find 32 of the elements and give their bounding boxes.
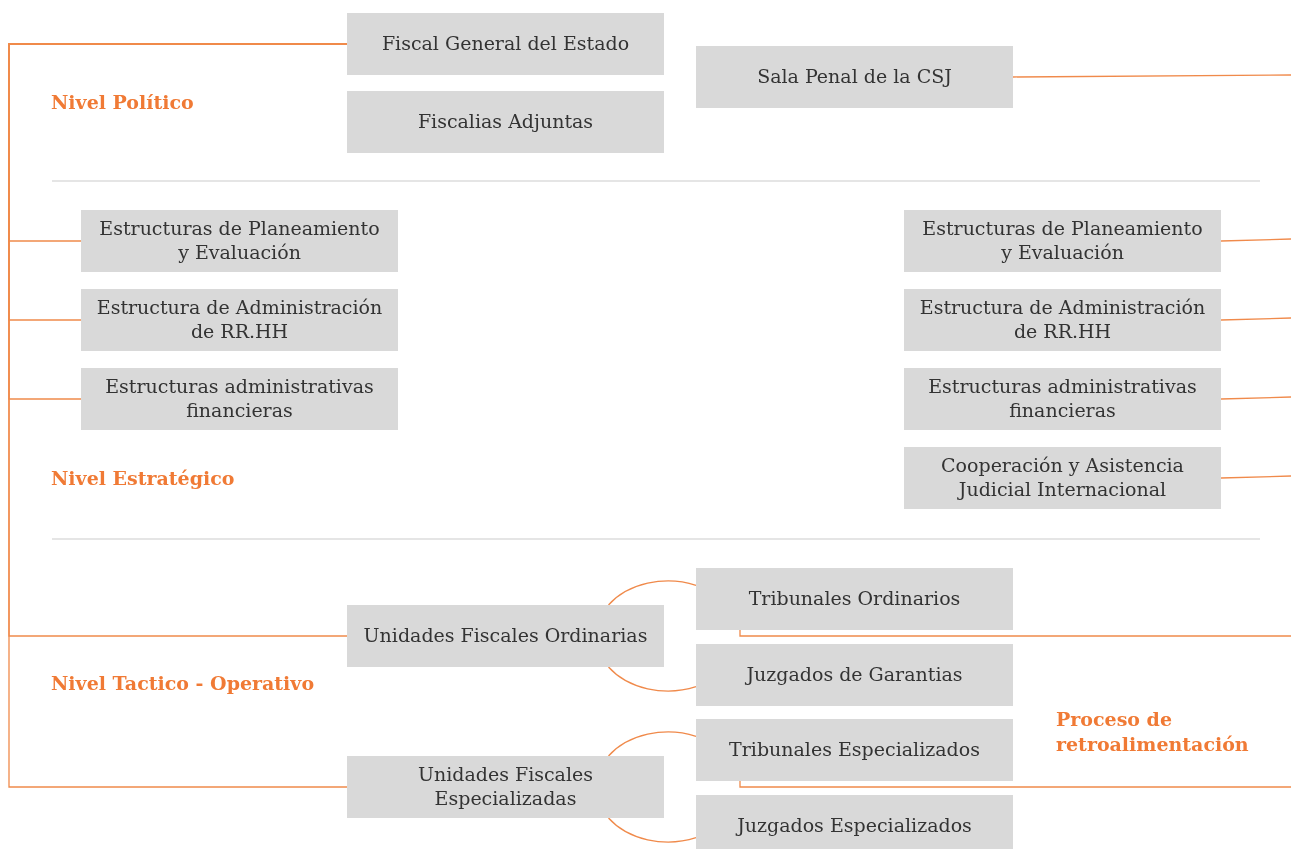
unit-box: Cooperación y Asistencia Judicial Internacional [904,447,1221,509]
connector-line [607,731,697,757]
unit-box: Unidades Fiscales Ordinarias [347,605,664,667]
connector-line [739,629,1291,637]
unit-box: Estructuras administrativas financieras [81,368,398,430]
process-label: Proceso de retroalimentación [1056,707,1250,757]
level-heading: Nivel Tactico - Operativo [51,671,316,696]
connector-line [607,817,697,843]
unit-box: Fiscalias Adjuntas [347,91,664,153]
unit-box: Tribunales Ordinarios [696,568,1013,630]
connector-line [1220,317,1291,321]
unit-box: Estructuras administrativas financieras [904,368,1221,430]
connector-line [1220,475,1291,479]
unit-box: Estructuras de Planeamiento y Evaluación [81,210,398,272]
unit-box: Estructuras de Planeamiento y Evaluación [904,210,1221,272]
unit-box: Juzgados de Garantias [696,644,1013,706]
connector-line [1012,74,1291,78]
unit-box: Estructura de Administración de RR.HH [904,289,1221,351]
unit-box: Juzgados Especializados [696,795,1013,849]
connector-line [1220,238,1291,242]
connector-line [607,580,697,606]
connector-line [1220,396,1291,400]
unit-box: Fiscal General del Estado [347,13,664,75]
unit-box: Tribunales Especializados [696,719,1013,781]
level-heading: Nivel Estratégico [51,466,236,491]
unit-box: Sala Penal de la CSJ [696,46,1013,108]
connector-line [8,43,348,788]
connector-line [607,666,697,692]
unit-box: Unidades Fiscales Especializadas [347,756,664,818]
connector-line [739,780,1291,788]
unit-box: Estructura de Administración de RR.HH [81,289,398,351]
level-heading: Nivel Político [51,90,195,115]
